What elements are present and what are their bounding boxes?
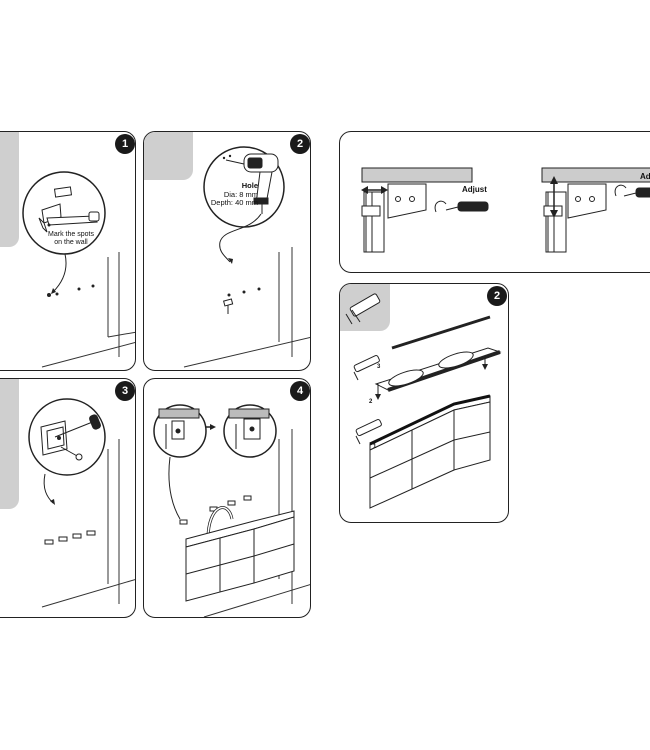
adjust-panel: Adjust Adj (339, 131, 650, 273)
adjust-label: Adjust (462, 185, 487, 194)
step-1-illustration (22, 171, 135, 368)
step-3-panel: 3 (0, 378, 136, 618)
hole-spec: Hole Dia: 8 mm Depth: 40 mm (210, 181, 258, 208)
sink-install-panel: 3 2 1 2 (339, 283, 509, 523)
step-1-panel: Mark the spots on the wall 1 (0, 131, 136, 371)
hole-spec-title: Hole (241, 181, 258, 190)
step-2-number-badge: 2 (290, 134, 310, 154)
sink-marker-1: 1 (373, 444, 377, 450)
step-4-number-badge: 4 (290, 381, 310, 401)
step-3-illustration (28, 398, 135, 608)
sink-step-number-badge: 2 (487, 286, 507, 306)
sink-marker-3: 3 (377, 364, 381, 370)
hole-spec-dia: Dia: 8 mm (223, 189, 258, 199)
step-3-grey-tab (0, 379, 19, 509)
step-1-number-badge: 1 (115, 134, 135, 154)
step-1-caption-line1: Mark the spots (48, 231, 94, 238)
adjust-illustration (361, 167, 650, 253)
step-1-grey-tab (0, 132, 19, 247)
sink-marker-2: 2 (369, 399, 373, 405)
sink-install-illustration (345, 293, 502, 509)
adjust-label-right: Adj (640, 172, 650, 181)
step-2-grey-tab (144, 132, 193, 180)
step-3-number-badge: 3 (115, 381, 135, 401)
hole-spec-depth: Depth: 40 mm (210, 198, 258, 208)
step-4-panel: 4 (143, 378, 311, 618)
step-2-illustration (183, 146, 310, 368)
step-2-panel: Hole Dia: 8 mm Depth: 40 mm 2 (143, 131, 311, 371)
step-1-caption: Mark the spots on the wall (39, 231, 103, 247)
step-1-caption-line2: on the wall (54, 239, 88, 247)
step-4-illustration (153, 404, 310, 617)
